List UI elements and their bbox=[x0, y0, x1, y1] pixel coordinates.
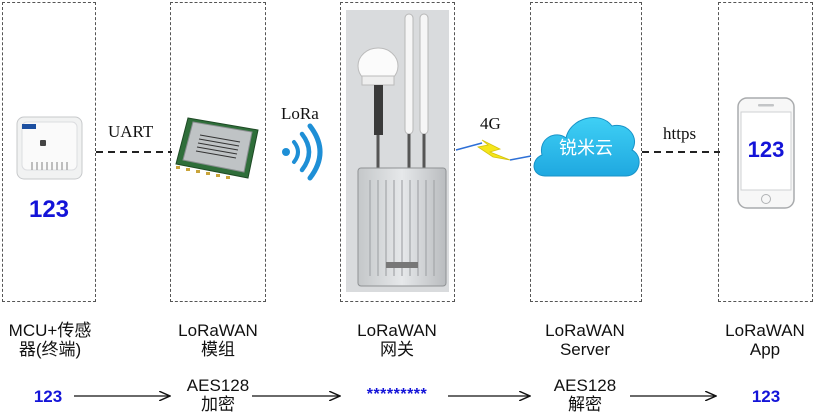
gateway-title-line2: 网关 bbox=[380, 340, 414, 359]
server-title: LoRaWAN Server bbox=[535, 321, 635, 359]
mcu-title: MCU+传感 器(终端) bbox=[0, 321, 100, 359]
decrypt-step: AES128 解密 bbox=[535, 376, 635, 414]
app-title: LoRaWAN App bbox=[715, 321, 815, 359]
uart-label: UART bbox=[108, 122, 154, 141]
cloud-label: 锐米云 bbox=[559, 138, 613, 158]
https-label: https bbox=[663, 124, 697, 143]
server-box bbox=[530, 2, 642, 302]
server-title-line1: LoRaWAN bbox=[545, 321, 625, 340]
flow-start-value: 123 bbox=[33, 387, 63, 406]
terminal-value: 123 bbox=[28, 196, 70, 223]
server-title-line2: Server bbox=[559, 340, 611, 359]
gateway-title-line1: LoRaWAN bbox=[357, 321, 437, 340]
flow-end-value: 123 bbox=[751, 387, 781, 406]
app-value: 123 bbox=[747, 137, 785, 162]
cloud-icon bbox=[533, 117, 640, 177]
gateway-device-icon bbox=[346, 10, 449, 292]
app-title-line1: LoRaWAN bbox=[725, 321, 805, 340]
module-title-line2: 模组 bbox=[201, 340, 235, 359]
module-title-line1: LoRaWAN bbox=[178, 321, 258, 340]
sensor-device-icon bbox=[16, 116, 83, 180]
module-title: LoRaWAN 模组 bbox=[168, 321, 268, 359]
mcu-title-line1: MCU+传感 bbox=[8, 321, 92, 340]
decrypt-line2: 解密 bbox=[568, 395, 602, 414]
cipher-text: ********* bbox=[366, 386, 428, 403]
app-title-line2: App bbox=[749, 340, 781, 359]
encrypt-step: AES128 加密 bbox=[168, 376, 268, 414]
mcu-title-line2: 器(终端) bbox=[18, 340, 82, 359]
lora-wireless-icon bbox=[282, 123, 323, 181]
smartphone-icon bbox=[737, 97, 795, 209]
lora-label: LoRa bbox=[281, 104, 319, 123]
gateway-box bbox=[340, 2, 455, 302]
encrypt-line1: AES128 bbox=[186, 376, 250, 395]
decrypt-line1: AES128 bbox=[553, 376, 617, 395]
gateway-title: LoRaWAN 网关 bbox=[347, 321, 447, 359]
g4-label: 4G bbox=[480, 114, 501, 133]
encrypt-line2: 加密 bbox=[201, 395, 235, 414]
lightning-4g-icon bbox=[455, 139, 532, 161]
mcu-box bbox=[2, 2, 96, 302]
lorawan-module-icon bbox=[175, 117, 259, 179]
